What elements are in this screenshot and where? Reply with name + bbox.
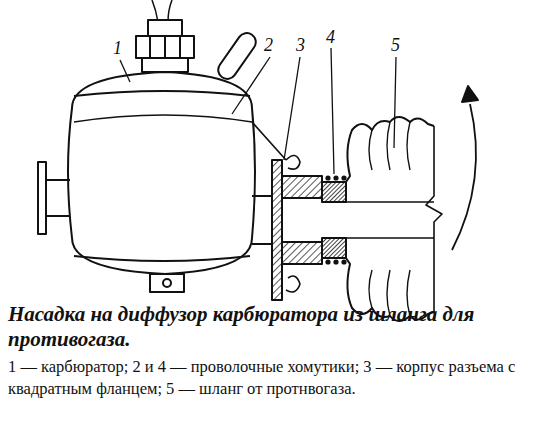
callout-number: 1 [113, 38, 122, 58]
caption: Насадка на диффузор карбюратора из шланг… [8, 302, 543, 352]
callout-number: 5 [391, 35, 400, 55]
callout-number: 3 [296, 35, 305, 55]
callout-number: 4 [326, 27, 335, 47]
callout-number: 2 [264, 35, 273, 55]
parts-list: 1 — карбюратор; 2 и 4 — проволочные хому… [8, 356, 543, 400]
